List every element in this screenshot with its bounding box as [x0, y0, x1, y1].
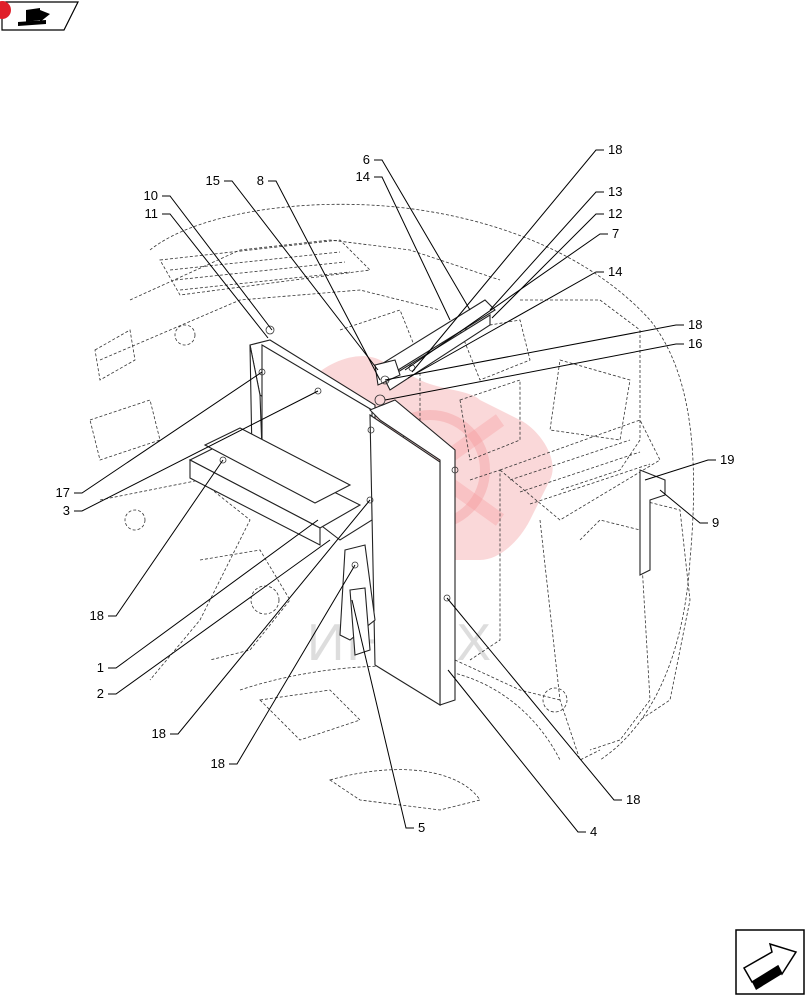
svg-text:10: 10 — [144, 188, 158, 203]
callout-12: 12 — [491, 206, 622, 319]
next-page-arrow-icon[interactable] — [735, 929, 805, 995]
svg-text:3: 3 — [63, 503, 70, 518]
callout-1: 1 — [97, 519, 319, 675]
callout-labels: 6 14 18 13 12 7 14 15 — [56, 142, 735, 839]
svg-text:5: 5 — [418, 820, 425, 835]
svg-text:13: 13 — [608, 184, 622, 199]
svg-text:4: 4 — [590, 824, 597, 839]
callout-19: 19 — [644, 452, 734, 481]
callout-16: 16 — [384, 336, 702, 401]
svg-text:14: 14 — [356, 169, 370, 184]
callout-3: 3 — [63, 390, 319, 518]
callout-10: 10 — [144, 188, 273, 331]
callout-18-lower-left: 18 — [152, 499, 371, 741]
book-arrow-icon[interactable] — [1, 1, 79, 31]
callout-4: 4 — [447, 669, 597, 839]
svg-text:6: 6 — [363, 152, 370, 167]
svg-text:2: 2 — [97, 686, 104, 701]
callout-2: 2 — [97, 539, 331, 701]
callout-18-mid-right: 18 — [384, 317, 702, 381]
svg-text:18: 18 — [608, 142, 622, 157]
svg-text:18: 18 — [90, 608, 104, 623]
svg-text:7: 7 — [612, 226, 619, 241]
svg-text:15: 15 — [206, 173, 220, 188]
svg-text:9: 9 — [712, 515, 719, 530]
svg-text:18: 18 — [152, 726, 166, 741]
callout-14-top: 14 — [356, 169, 451, 321]
svg-text:16: 16 — [688, 336, 702, 351]
callout-18-bottom-left: 18 — [211, 564, 356, 771]
callout-8: 8 — [257, 173, 381, 381]
main-panel-assembly — [188, 299, 666, 706]
callout-5: 5 — [351, 599, 425, 835]
callout-9: 9 — [659, 489, 719, 530]
callout-18-top: 18 — [411, 142, 622, 373]
callout-7: 7 — [404, 226, 619, 371]
svg-text:19: 19 — [720, 452, 734, 467]
red-dot-icon — [0, 1, 11, 19]
svg-text:1: 1 — [97, 660, 104, 675]
callout-18-bottom-right: 18 — [446, 597, 640, 807]
callout-17: 17 — [56, 371, 263, 500]
svg-text:18: 18 — [626, 792, 640, 807]
callout-14-right: 14 — [407, 264, 622, 379]
callout-11: 11 — [145, 206, 269, 339]
svg-text:18: 18 — [211, 756, 225, 771]
callout-13: 13 — [489, 184, 622, 311]
callout-6: 6 — [363, 152, 471, 311]
callout-18-left: 18 — [90, 459, 224, 623]
svg-text:17: 17 — [56, 485, 70, 500]
svg-text:11: 11 — [145, 206, 159, 221]
svg-text:18: 18 — [688, 317, 702, 332]
svg-text:14: 14 — [608, 264, 622, 279]
svg-text:12: 12 — [608, 206, 622, 221]
callout-15: 15 — [206, 173, 379, 371]
svg-text:8: 8 — [257, 173, 264, 188]
